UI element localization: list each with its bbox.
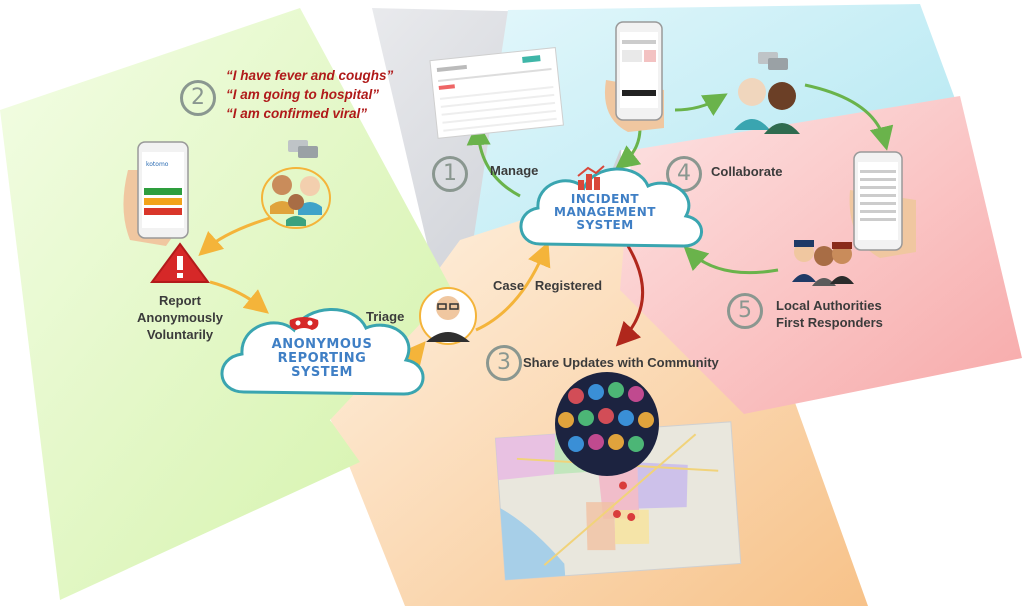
step-4-badge: 4	[666, 156, 702, 192]
arrow-triage-to-ims	[475, 241, 551, 332]
manage-label: Manage	[490, 163, 539, 178]
step-3-badge: 3	[486, 345, 522, 381]
cyan-panel	[470, 4, 968, 300]
responders-image	[792, 240, 854, 286]
incident-line-2: MANAGEMENT	[554, 205, 656, 219]
arrow-phone-to-collab	[674, 93, 728, 117]
step-5-badge: 5	[727, 293, 763, 329]
step-2-badge: 2	[180, 80, 216, 116]
arrow-collab-to-phone2	[804, 83, 894, 151]
anon-line-2: REPORTING	[277, 351, 367, 366]
arrow-manage-both	[466, 121, 521, 198]
incident-line-3: SYSTEM	[576, 218, 634, 232]
anon-line-3: SYSTEM	[291, 365, 353, 380]
collab-phone	[604, 21, 664, 132]
app-logo-text: kotomo	[146, 161, 169, 168]
chat-bubbles-icon	[288, 52, 788, 158]
green-panel	[0, 8, 452, 600]
family-group-image	[261, 167, 331, 229]
arrow-responders-ims	[683, 245, 779, 275]
authorities-line-1: Local Authorities	[776, 298, 882, 313]
report-line-1: Report	[159, 293, 201, 308]
mask-icon	[289, 317, 319, 330]
report-label: Report Anonymously Voluntarily	[130, 292, 230, 343]
triage-label: Triage	[366, 309, 405, 324]
arrow-report-to-anon	[209, 280, 269, 314]
case-registered-label: Case Registered	[493, 278, 603, 293]
step-1-badge: 1	[432, 156, 468, 192]
reporting-phone: kotomo	[123, 141, 189, 246]
report-line-2: Anonymously	[137, 310, 223, 325]
incident-cloud-text: INCIDENT MANAGEMENT SYSTEM	[540, 193, 670, 232]
authorities-line-2: First Responders	[776, 315, 883, 330]
collaborators-image	[734, 78, 800, 134]
arrow-ims-to-community	[615, 245, 645, 347]
triage-man-image	[419, 287, 477, 345]
arrow-people-to-alert	[198, 216, 271, 257]
arrow-collab-to-ims	[614, 127, 642, 170]
quote-confirmed: “I am confirmed viral”	[226, 106, 368, 121]
anonymous-cloud-text: ANONYMOUS REPORTING SYSTEM	[252, 338, 392, 380]
quote-hospital: “I am going to hospital”	[226, 87, 379, 102]
share-updates-label: Share Updates with Community	[523, 355, 719, 370]
incident-line-1: INCIDENT	[570, 192, 640, 206]
quote-fever: “I have fever and coughs”	[226, 68, 394, 83]
collaborate-label: Collaborate	[711, 164, 783, 179]
bar-chart-icon	[577, 165, 605, 190]
report-line-3: Voluntarily	[146, 327, 214, 342]
authorities-label: Local Authorities First Responders	[776, 297, 883, 331]
responder-phone	[849, 151, 916, 258]
anon-line-1: ANONYMOUS	[271, 337, 373, 352]
